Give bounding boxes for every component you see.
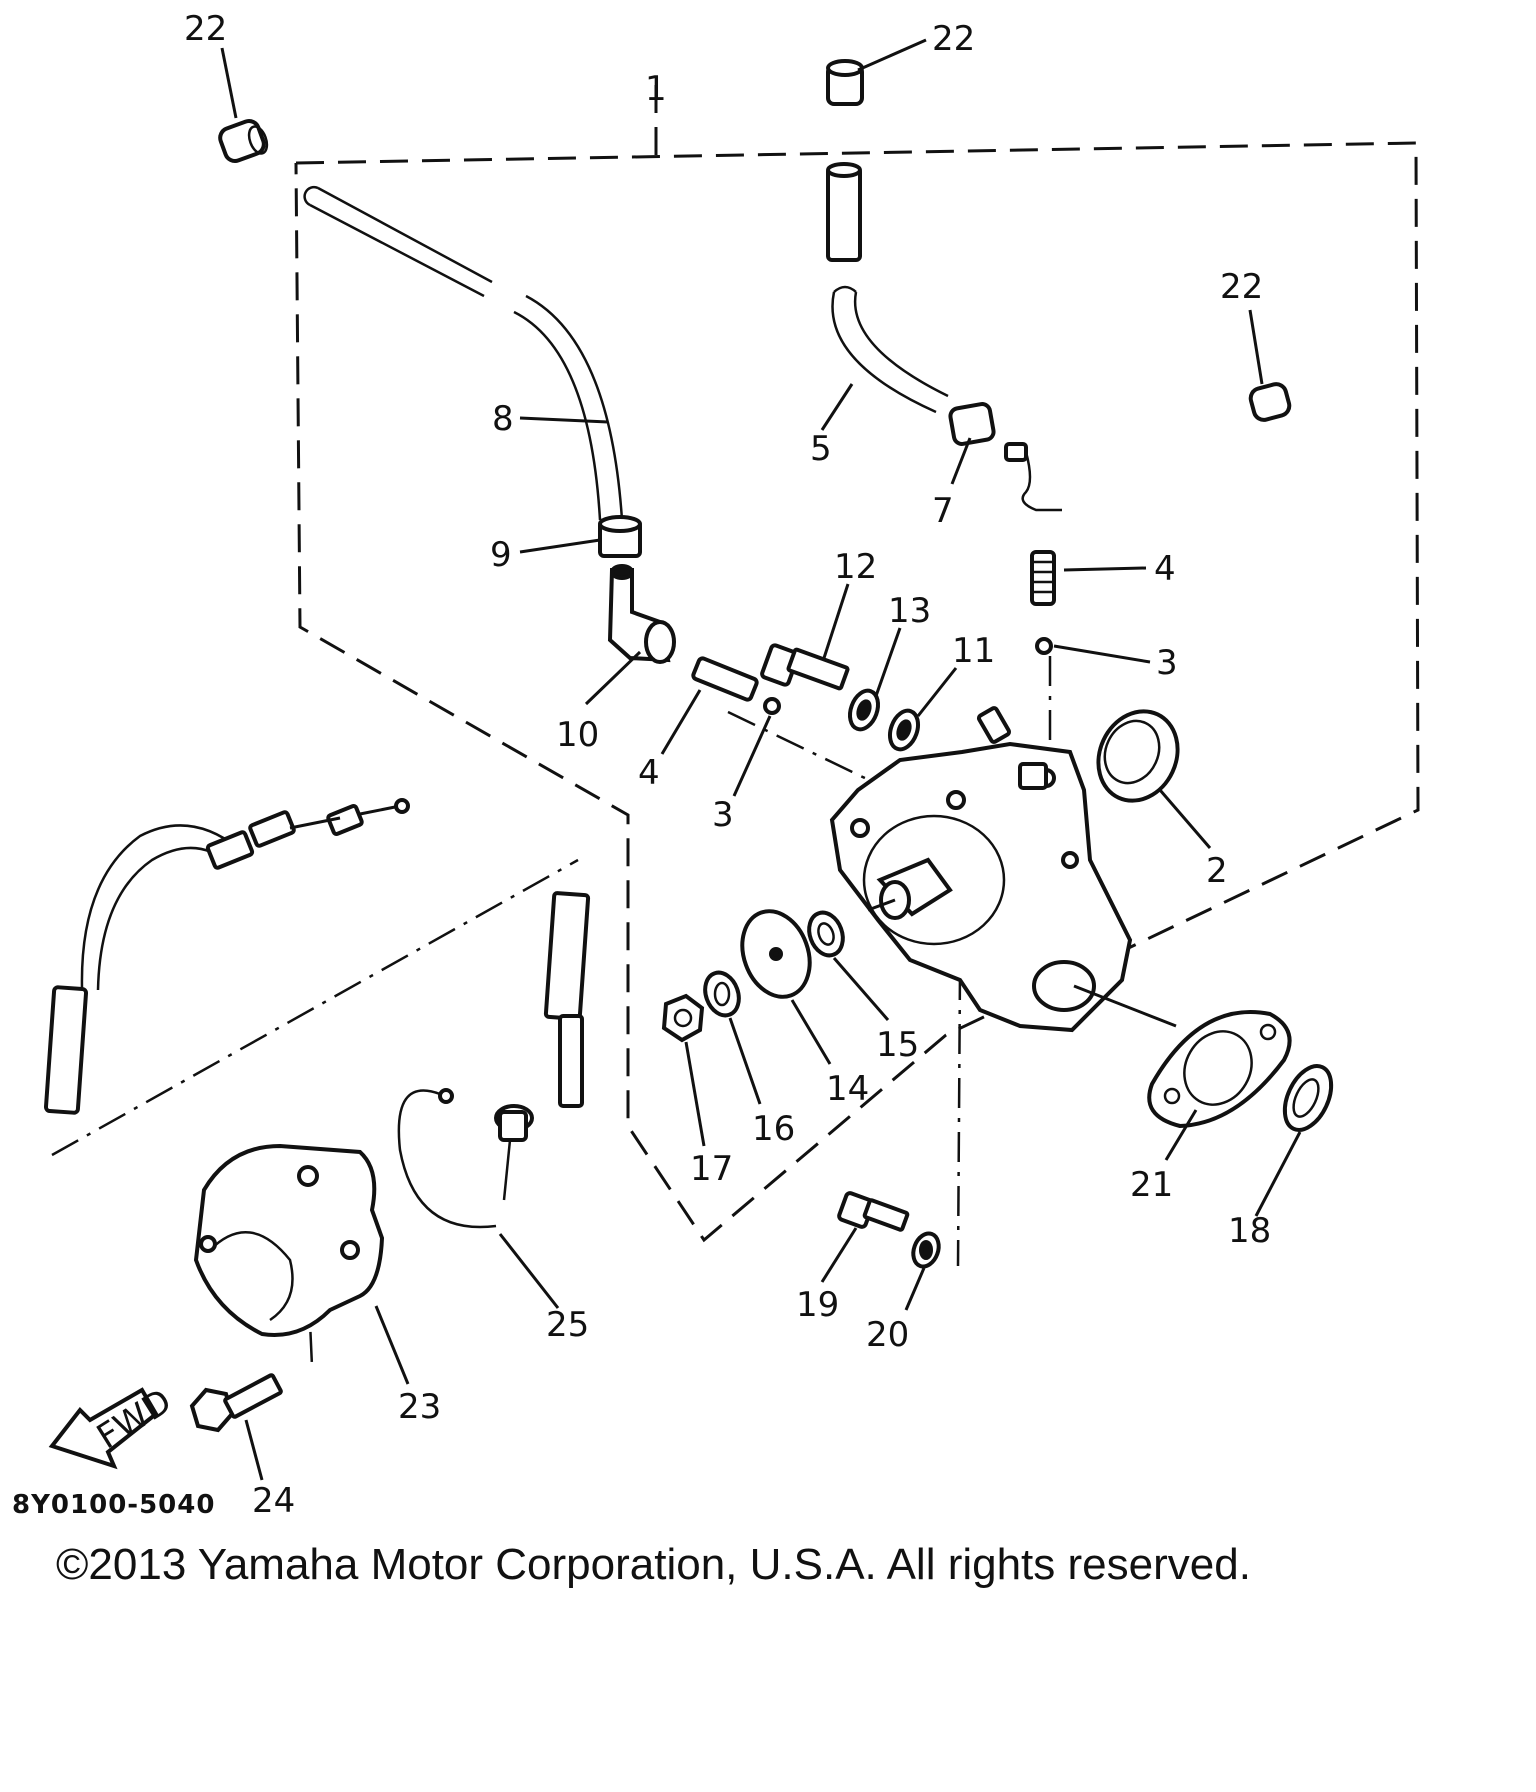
callout-10: 10: [556, 715, 599, 755]
callout-2: 2: [1206, 851, 1228, 891]
clamp-7: [948, 402, 996, 446]
ball-3-right: [1035, 637, 1053, 655]
callout-25: 25: [546, 1305, 589, 1345]
sensor-cable-25: [397, 891, 591, 1229]
bolt-12: [760, 643, 850, 691]
clamp-9: [598, 515, 642, 558]
callout-3-right: 3: [1156, 643, 1178, 683]
callout-22-right: 22: [1220, 267, 1263, 307]
callout-numbers: 22 22 22 1 8 5 7 9 10 12 13 11 4 3 4 3 2…: [184, 9, 1271, 1521]
elbow-fitting-10: [607, 564, 676, 664]
callout-4-left: 4: [638, 753, 660, 793]
bolt-19: [837, 1191, 910, 1232]
ball-3-left: [763, 697, 781, 715]
oil-pump-body: [829, 706, 1133, 1033]
callout-23: 23: [398, 1387, 441, 1427]
leader-lines: [220, 38, 1302, 1481]
bolt-24: [189, 1373, 283, 1433]
callout-5: 5: [810, 429, 832, 469]
cap-22-left: [218, 119, 269, 163]
plate-14: [740, 909, 812, 999]
spring-4-right: [1030, 550, 1056, 606]
cap-22-right: [1248, 382, 1292, 422]
spring-4-left: [691, 656, 759, 702]
callout-7: 7: [932, 491, 954, 531]
nut-17: [661, 993, 705, 1043]
hose-8: [303, 185, 624, 522]
drawing-code: 8Y0100-5040: [12, 1490, 216, 1520]
callout-3-left: 3: [712, 795, 734, 835]
callout-13: 13: [888, 591, 931, 631]
washer-20: [911, 1231, 941, 1269]
callout-18: 18: [1228, 1211, 1271, 1251]
callout-12: 12: [834, 547, 877, 587]
copyright-notice: ©2013 Yamaha Motor Corporation, U.S.A. A…: [56, 1540, 1251, 1589]
cap-22-top: [826, 59, 864, 106]
gasket-21: [1147, 1010, 1292, 1129]
callout-11: 11: [952, 631, 995, 671]
callout-9: 9: [490, 535, 512, 575]
washer-15: [807, 910, 845, 958]
callout-4-right: 4: [1154, 549, 1176, 589]
washer-13: [847, 688, 881, 732]
callout-1: 1: [645, 69, 667, 109]
assembly-boundary: [294, 85, 1420, 1243]
callout-14: 14: [826, 1069, 869, 1109]
callout-8: 8: [492, 399, 514, 439]
washer-11: [887, 708, 921, 752]
callout-16: 16: [752, 1109, 795, 1149]
seal-18: [1282, 1064, 1334, 1132]
callout-22-left: 22: [184, 9, 227, 49]
callout-20: 20: [866, 1315, 909, 1355]
fwd-arrow-icon: FWD: [48, 1381, 179, 1470]
callout-24: 24: [252, 1481, 295, 1521]
callout-22-top: 22: [932, 19, 975, 59]
oil-seal-2: [1096, 709, 1180, 803]
lockwasher-16: [703, 970, 741, 1018]
callout-15: 15: [876, 1025, 919, 1065]
callout-21: 21: [1130, 1165, 1173, 1205]
callout-19: 19: [796, 1285, 839, 1325]
callout-17: 17: [690, 1149, 733, 1189]
control-cable: [43, 798, 410, 1115]
hose-5: [826, 162, 949, 414]
nipple-fitting: [1004, 442, 1062, 512]
cover-23: [193, 1143, 385, 1337]
